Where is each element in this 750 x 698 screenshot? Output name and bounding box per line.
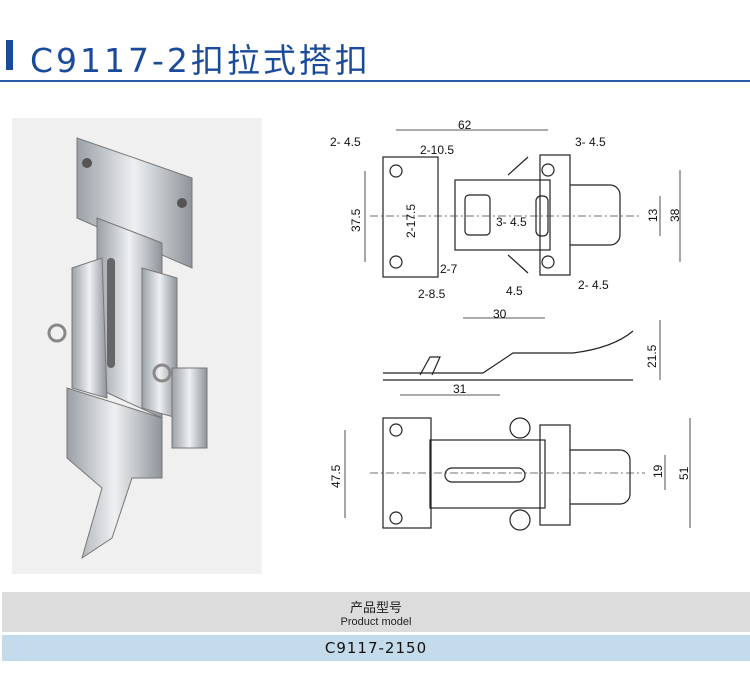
technical-drawing: 2- 4.5 62 2-10.5 3- 4.5 37.5 2-17.5 3- 4… (329, 118, 691, 531)
dim-label: 2-8.5 (418, 287, 446, 301)
dim-label: 2-10.5 (420, 143, 454, 157)
page-title: C9117-2扣拉式搭扣 (30, 41, 371, 80)
dim-label: 47.5 (329, 464, 343, 488)
dim-label: 2-7 (440, 262, 458, 276)
dim-label: 51 (677, 466, 691, 480)
title-accent-bar (6, 40, 13, 70)
dim-label: 19 (651, 464, 665, 478)
dim-label: 3- 4.5 (575, 135, 606, 149)
dim-label: 3- 4.5 (496, 215, 527, 229)
header-en: Product model (340, 616, 412, 628)
dim-label: 4.5 (506, 284, 523, 298)
dim-label: 2-17.5 (404, 204, 418, 238)
product-model-value: C9117-2150 (2, 635, 750, 661)
header-zh: 产品型号 (349, 601, 402, 616)
title-divider (0, 80, 750, 82)
dim-label: 38 (668, 208, 682, 222)
dim-label: 62 (458, 118, 472, 132)
dim-label: 30 (493, 307, 507, 321)
table-header: 产品型号 Product model (2, 592, 750, 632)
dim-label: 21.5 (645, 344, 659, 368)
dim-label: 13 (646, 208, 660, 222)
dim-label: 31 (453, 382, 467, 396)
dim-label: 2- 4.5 (578, 278, 609, 292)
dim-label: 2- 4.5 (330, 135, 361, 149)
product-photo (12, 118, 262, 574)
dim-label: 37.5 (349, 208, 363, 232)
